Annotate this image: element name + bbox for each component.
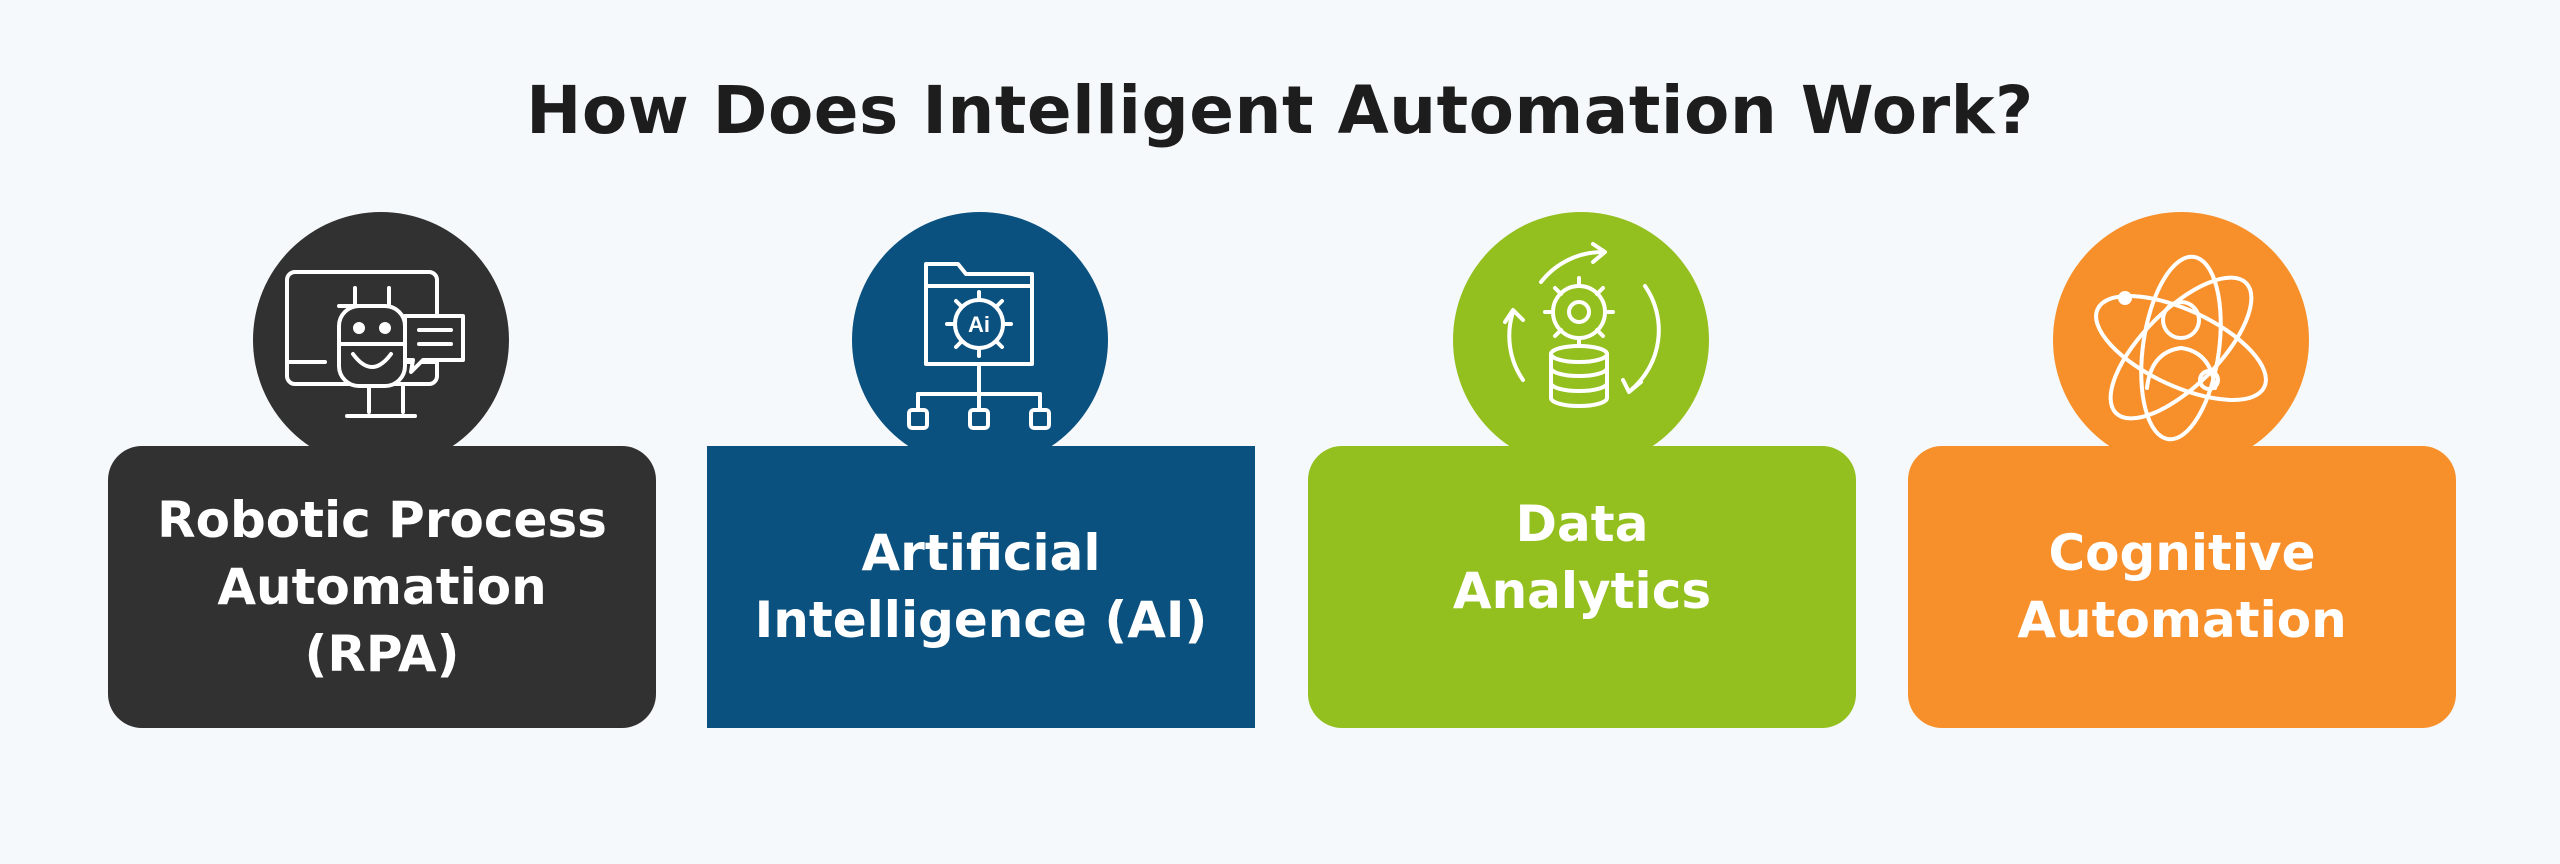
card-rpa: Robotic Process Automation (RPA) <box>108 0 656 864</box>
ai-label-line-1: Artificial <box>861 524 1101 582</box>
rpa-label-line-1: Robotic Process <box>157 490 607 549</box>
cognitive-box: Cognitive Automation <box>1908 446 2456 728</box>
atom-person-icon <box>2094 254 2268 442</box>
ai-label-line-2: Intelligence (AI) <box>754 591 1208 649</box>
data-label-line-1: Data <box>1515 495 1649 553</box>
rpa-label-line-3: (RPA) <box>304 624 460 683</box>
rpa-label-line-2: Automation <box>217 557 547 616</box>
card-data-analytics: Data Analytics <box>1308 0 1856 864</box>
data-box: Data Analytics <box>1308 446 1856 728</box>
ai-box: Artificial Intelligence (AI) <box>707 446 1255 728</box>
cognitive-icon-circle <box>2053 212 2309 468</box>
rpa-icon-circle <box>253 212 509 468</box>
page-title: How Does Intelligent Automation Work? <box>526 72 2034 149</box>
data-label-line-2: Analytics <box>1452 562 1712 620</box>
rpa-box: Robotic Process Automation (RPA) <box>108 446 656 728</box>
robot-screen-chat-icon <box>285 270 465 418</box>
ai-folder-network-icon: Ai <box>907 262 1051 430</box>
svg-text:Ai: Ai <box>968 312 990 337</box>
card-cognitive-automation: Cognitive Automation <box>1908 0 2456 864</box>
gear-database-cycle-icon <box>1503 242 1661 408</box>
cognitive-label-line-1: Cognitive <box>2048 524 2316 582</box>
card-ai: Ai Artificial Intelligence (AI) <box>707 0 1255 864</box>
data-icon-circle <box>1453 212 1709 468</box>
ai-icon-circle: Ai <box>852 212 1108 468</box>
cognitive-label-line-2: Automation <box>2017 591 2347 649</box>
